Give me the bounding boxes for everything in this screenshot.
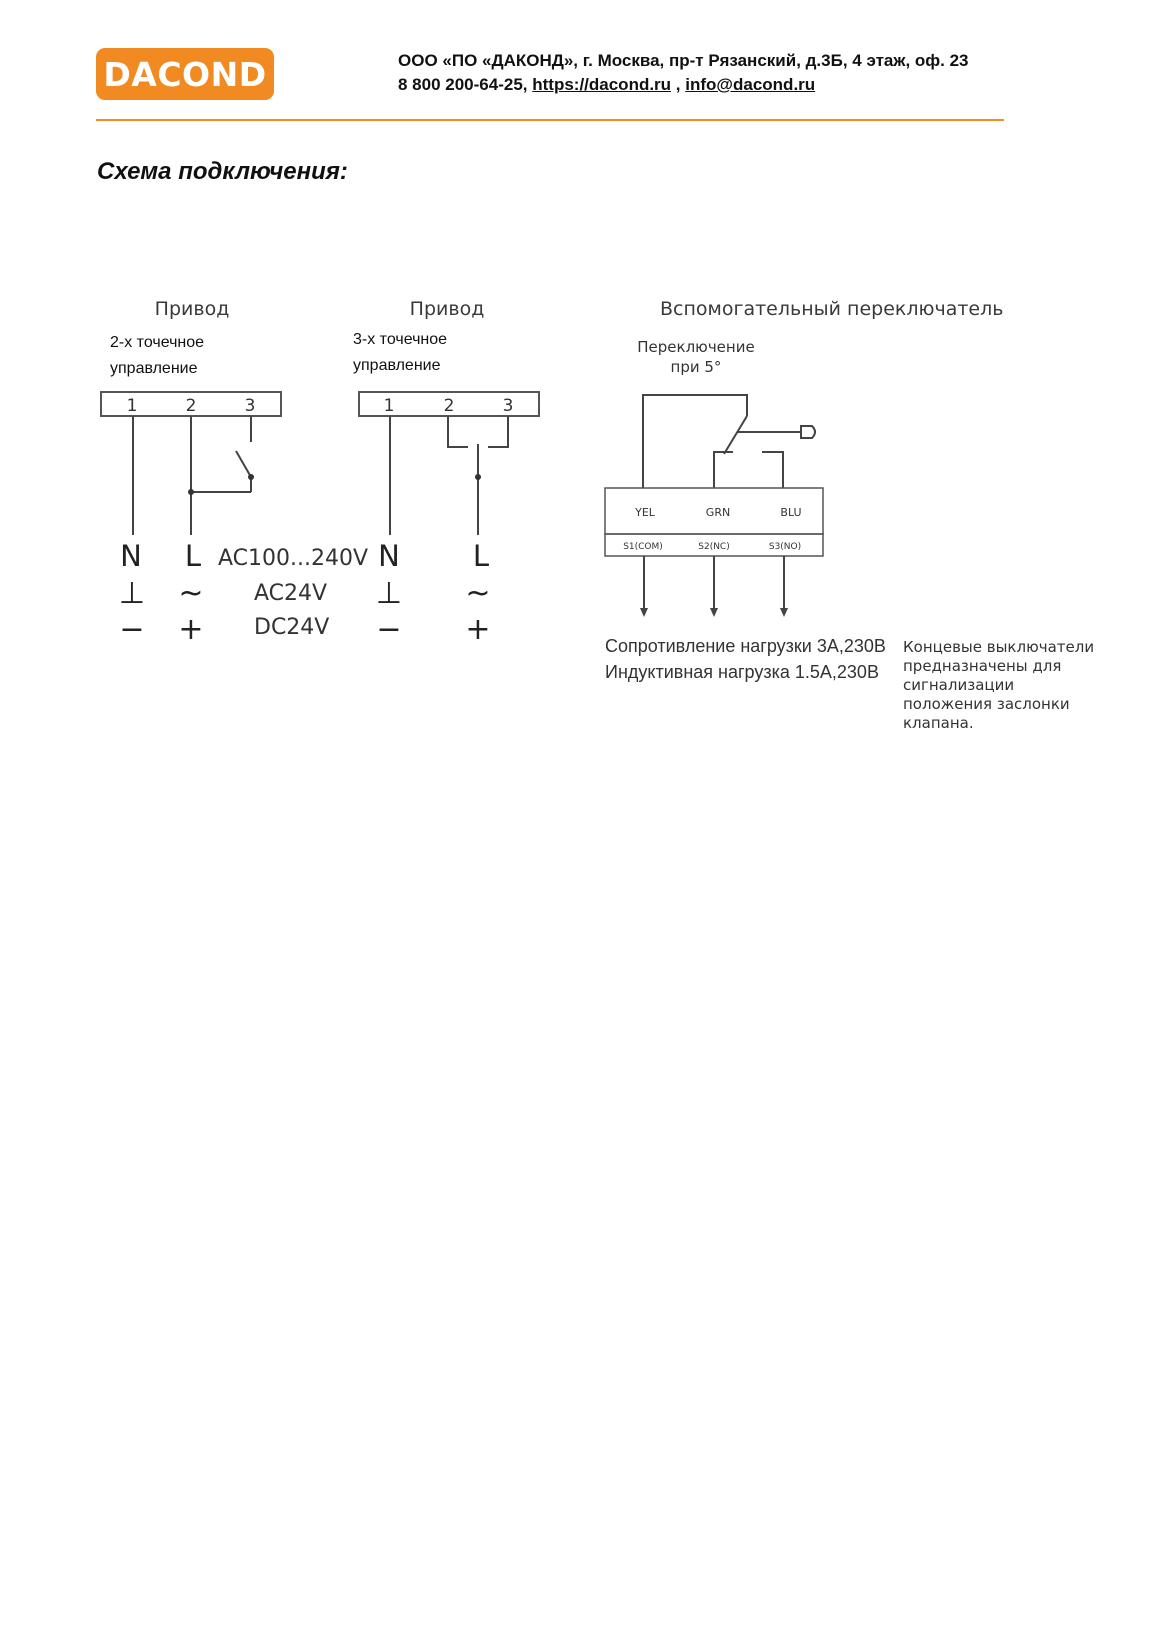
aux-output-leads [640,556,788,617]
aux-switch-mechanism [642,394,816,488]
wire-color-yel: YEL [634,506,656,519]
email-link[interactable]: info@dacond.ru [685,75,816,94]
actuator1-terminal-3: 3 [245,396,256,416]
actuator1-subtitle-line2: управление [110,360,198,377]
phone-number: 8 800 200-64-25, [398,75,528,94]
wire-color-grn: GRN [706,506,730,519]
page-title: Схема подключения: [97,158,348,185]
voltage-ac-high: AC100...240V [218,546,368,571]
line-label-1: L [185,539,201,573]
minus-symbol-1: − [119,612,144,647]
actuator2-heading: Привод [410,298,485,320]
dacond-logo: DACOND [96,48,274,100]
wire-color-blu: BLU [780,506,801,519]
load-resistive: Сопротивление нагрузки 3А,230В [605,636,886,656]
ac-symbol-2: ~ [465,576,490,611]
contact-s1: S1(COM) [623,542,663,552]
ac-symbol-1: ~ [178,576,203,611]
contact-separator: , [675,75,681,94]
neutral-label-2: N [378,539,400,573]
aux-switch-note-line2: при 5° [671,358,722,376]
company-address: ООО «ПО «ДАКОНД», г. Москва, пр-т Рязанс… [398,51,969,70]
actuator2-terminal-1: 1 [384,396,395,416]
aux-note-line3: сигнализации [903,676,1014,694]
actuator2-subtitle-line2: управление [353,357,441,374]
aux-note-line4: положения заслонки [903,695,1070,713]
contact-line: 8 800 200-64-25, https://dacond.ru , inf… [398,75,815,95]
aux-note-line1: Концевые выключатели [903,638,1094,656]
neutral-label-1: N [120,539,142,573]
logo-text: DACOND [103,54,267,94]
aux-switch-note-line1: Переключение [637,338,754,356]
aux-switch-heading: Вспомогательный переключатель [660,298,1003,320]
line-label-2: L [473,539,489,573]
actuator1-heading: Привод [155,298,230,320]
ground-symbol-1: ⊥ [119,576,145,611]
minus-symbol-2: − [376,612,401,647]
load-inductive: Индуктивная нагрузка 1.5А,230В [605,662,879,682]
ground-symbol-2: ⊥ [376,576,402,611]
contact-s3: S3(NO) [769,542,801,552]
actuator1-terminal-1: 1 [127,396,138,416]
aux-note-line2: предназначены для [903,657,1061,675]
voltage-dc: DC24V [254,615,329,640]
contact-s2: S2(NC) [698,542,729,552]
plus-symbol-1: + [178,612,203,647]
header-divider [96,119,1004,121]
actuator2-wiring [389,416,509,535]
plus-symbol-2: + [465,612,490,647]
website-link[interactable]: https://dacond.ru [532,75,672,94]
actuator1-subtitle-line1: 2-х точечное [110,334,204,351]
aux-note-line5: клапана. [903,714,974,732]
voltage-ac-low: AC24V [254,581,327,606]
actuator2-subtitle-line1: 3-х точечное [353,331,447,348]
actuator1-wiring [132,416,254,535]
actuator1-terminal-2: 2 [186,396,197,416]
actuator2-terminal-3: 3 [503,396,514,416]
actuator2-terminal-2: 2 [444,396,455,416]
